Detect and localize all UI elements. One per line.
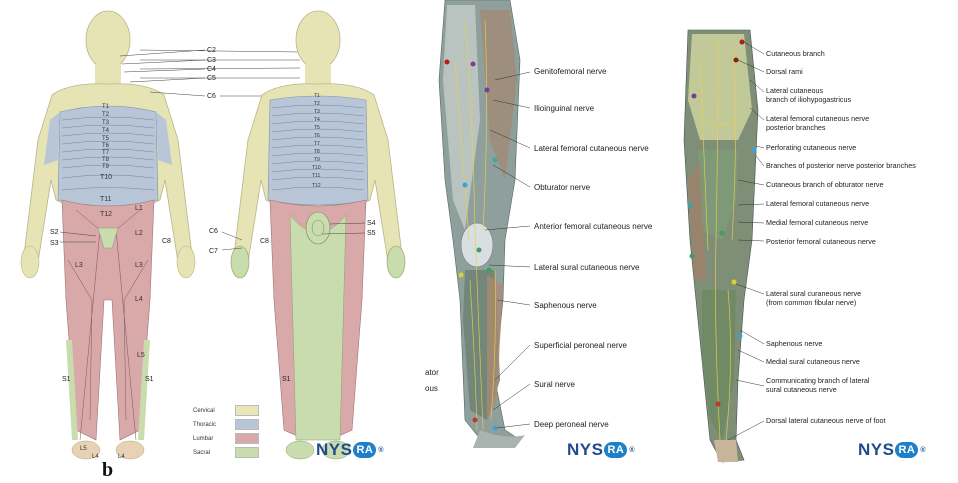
label-dorsal-rami: Dorsal rami xyxy=(766,68,803,77)
label-anterior-femoral-cutaneous: Anterior femoral cutaneous nerve xyxy=(534,222,652,232)
label-l4: L4 xyxy=(135,296,143,303)
label-l3-left: L3 xyxy=(75,262,83,269)
back-label-t1: T1 xyxy=(314,94,320,99)
label-t9: T9 xyxy=(102,164,109,170)
label-c4: C4 xyxy=(207,66,216,73)
label-t3: T3 xyxy=(102,120,109,126)
label-deep-peroneal: Deep peroneal nerve xyxy=(534,420,609,430)
label-s3: S3 xyxy=(50,240,59,247)
label-t11: T11 xyxy=(100,196,112,203)
label-dorsal-lateral-cutaneous-foot: Dorsal lateral cutaneous nerve of foot xyxy=(766,417,885,426)
label-cutaneous-branch-obturator: Cutaneous branch of obturator nerve xyxy=(766,181,883,190)
label-c2: C2 xyxy=(207,47,216,54)
back-label-t11: T11 xyxy=(312,174,320,179)
label-l5-foot: L5 xyxy=(80,446,87,452)
legend-thoracic: Thoracic xyxy=(193,419,259,430)
legend-swatch-thoracic xyxy=(235,419,259,430)
label-saphenous-post: Saphenous nerve xyxy=(766,340,822,349)
label-genitofemoral: Genitofemoral nerve xyxy=(534,67,606,77)
label-l4-foot: L4 xyxy=(92,454,99,460)
label-medial-sural-cutaneous: Medial sural cutaneous nerve xyxy=(766,358,860,367)
back-label-t4: T4 xyxy=(314,118,320,123)
label-posterior-femoral-cutaneous: Posterior femoral cutaneous nerve xyxy=(766,238,876,247)
label-perforating-cutaneous: Perforating cutaneous nerve xyxy=(766,144,856,153)
label-s1-back: S1 xyxy=(282,376,291,383)
back-label-t5: T5 xyxy=(314,126,320,131)
figure-caption: b xyxy=(102,460,113,480)
label-t1: T1 xyxy=(102,104,109,110)
label-lateral-sural-cutaneous: Lateral sural cutaneous nerve xyxy=(534,263,639,273)
label-lateral-cutaneous-iliohypogastricus: Lateral cutaneous branch of iliohypogast… xyxy=(766,87,851,104)
label-l1: L1 xyxy=(135,205,143,212)
legend-swatch-lumbar xyxy=(235,433,259,444)
back-label-t3: T3 xyxy=(314,110,320,115)
label-cutaneous-branch: Cutaneous branch xyxy=(766,50,825,59)
label-t7: T7 xyxy=(102,150,109,156)
label-t10: T10 xyxy=(100,174,112,181)
label-l3: L3 xyxy=(135,262,143,269)
label-s1-left: S1 xyxy=(62,376,71,383)
legend-sacral: Sacral xyxy=(193,447,259,458)
label-l2: L2 xyxy=(135,230,143,237)
back-label-t10: T10 xyxy=(312,166,321,171)
label-t8: T8 xyxy=(102,157,109,163)
label-c5: C5 xyxy=(207,75,216,82)
label-c6-back: C6 xyxy=(209,228,218,235)
legend-lumbar: Lumbar xyxy=(193,433,259,444)
label-l5: L5 xyxy=(137,352,145,359)
label-c6: C6 xyxy=(207,93,216,100)
dermatome-panel: C2 C3 C4 C5 C6 T1 T2 T3 T4 T5 T6 T7 T8 T… xyxy=(0,0,415,483)
label-t4: T4 xyxy=(102,128,109,134)
label-lateral-sural-common-fibular: Lateral sural curaneous nerve (from comm… xyxy=(766,290,861,307)
label-s4: S4 xyxy=(367,220,376,227)
label-c7-back: C7 xyxy=(209,248,218,255)
label-c3: C3 xyxy=(207,57,216,64)
label-s1-right: S1 xyxy=(145,376,154,383)
label-lateral-femoral-cutaneous-post: Lateral femoral cutaneous nerve xyxy=(766,200,869,209)
label-c8-back: C8 xyxy=(260,238,269,245)
label-saphenous: Saphenous nerve xyxy=(534,301,597,311)
back-label-t9: T9 xyxy=(314,158,320,163)
label-obturator: Obturator nerve xyxy=(534,183,590,193)
label-t2: T2 xyxy=(102,112,109,118)
legend-swatch-sacral xyxy=(235,447,259,458)
label-t12: T12 xyxy=(100,211,112,218)
back-label-t2: T2 xyxy=(314,102,320,107)
label-s2: S2 xyxy=(50,229,59,236)
back-label-t12: T12 xyxy=(312,184,321,189)
label-communicating-branch: Communicating branch of lateral sural cu… xyxy=(766,377,869,394)
label-medial-femoral-cutaneous: Medial femoral cutaneous nerve xyxy=(766,219,868,228)
label-t5: T5 xyxy=(102,136,109,142)
back-label-t6: T6 xyxy=(314,134,320,139)
back-label-t7: T7 xyxy=(314,142,320,147)
back-label-t8: T8 xyxy=(314,150,320,155)
label-cut-ator: ator xyxy=(425,368,439,378)
label-cut-ous: ous xyxy=(425,384,438,394)
label-lateral-femoral-posterior-branches: Lateral femoral cutaneous nerve posterio… xyxy=(766,115,869,132)
label-sural: Sural nerve xyxy=(534,380,575,390)
label-branches-posterior-nerve: Branches of posterior nerve posterior br… xyxy=(766,162,916,171)
label-s5: S5 xyxy=(367,230,376,237)
legend-swatch-cervical xyxy=(235,405,259,416)
label-ilioinguinal: Ilioinguinal nerve xyxy=(534,104,594,114)
anterior-leg-panel: Genitofemoral nerve Ilioinguinal nerve L… xyxy=(425,0,670,483)
posterior-leg-panel: Cutaneous branch Dorsal rami Lateral cut… xyxy=(678,0,958,483)
label-lateral-femoral-cutaneous: Lateral femoral cutaneous nerve xyxy=(534,144,649,154)
label-l4-foot-right: L4 xyxy=(118,454,125,460)
label-t6: T6 xyxy=(102,143,109,149)
label-superficial-peroneal: Superficial peroneal nerve xyxy=(534,341,627,351)
front-figure xyxy=(21,11,300,459)
legend-cervical: Cervical xyxy=(193,405,259,416)
label-c8-front: C8 xyxy=(162,238,171,245)
